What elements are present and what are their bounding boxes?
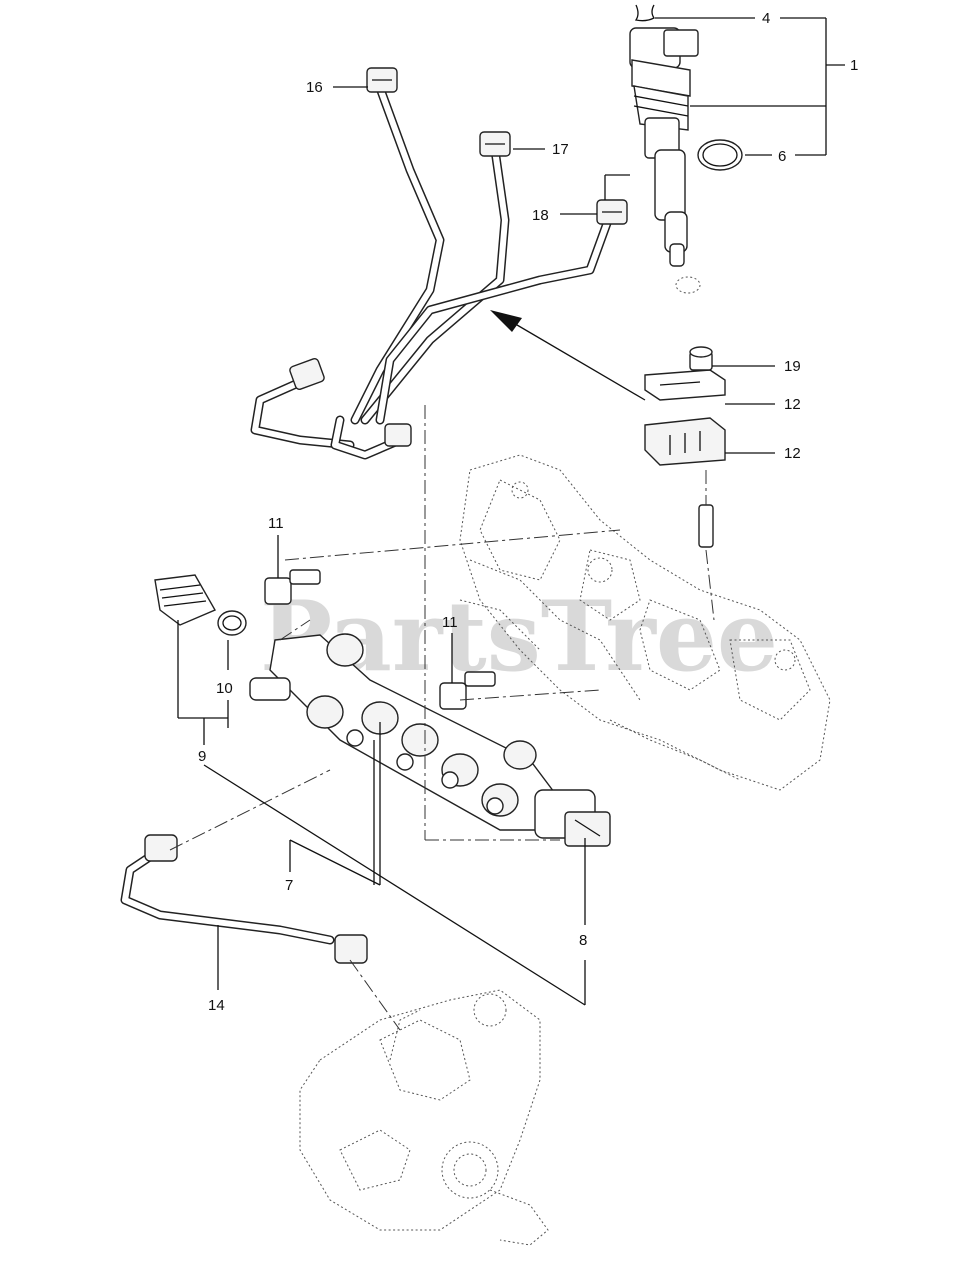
callout-19: 19 [784, 358, 801, 375]
callout-14: 14 [208, 997, 225, 1014]
pipe-nut-16 [366, 67, 398, 93]
callout-18: 18 [532, 207, 549, 224]
callout-11-right: 11 [442, 614, 458, 631]
callout-4: 4 [762, 10, 770, 27]
pipe-nut-14-upper [144, 834, 178, 862]
nut-19 [689, 346, 713, 371]
callout-12-upper: 12 [784, 396, 801, 413]
callout-7: 7 [285, 877, 293, 894]
pipe-nut-18 [596, 199, 628, 225]
seal-ring [217, 610, 247, 636]
callout-1: 1 [850, 57, 858, 74]
pipe-nut-rail-end-2 [384, 423, 412, 447]
fuel-pump-ghost [299, 989, 549, 1246]
fuel-injector [629, 27, 701, 294]
bolt-11-right [439, 671, 496, 710]
callout-8: 8 [579, 932, 587, 949]
pipe-nut-14-lower [334, 934, 368, 964]
callout-12-lower: 12 [784, 445, 801, 462]
pressure-limiter-valve [154, 574, 216, 626]
pump-pipe [120, 845, 335, 945]
clamp-stud [698, 504, 714, 548]
callout-16: 16 [306, 79, 323, 96]
injection-pipes [250, 83, 615, 460]
pipe-nut-17 [479, 131, 511, 157]
clamp-upper [644, 369, 726, 401]
callout-6: 6 [778, 148, 786, 165]
bolt-11-left [264, 569, 321, 605]
assembly-arrow [499, 314, 646, 401]
o-ring [697, 139, 743, 171]
leader-lines [177, 17, 845, 1006]
injector-clip [634, 4, 655, 22]
common-rail [249, 633, 561, 831]
callout-10: 10 [216, 680, 233, 697]
callout-labels: 4 1 6 16 17 18 19 12 12 11 11 10 9 7 8 1… [198, 10, 858, 1014]
arrow-head [490, 310, 522, 332]
callout-17: 17 [552, 141, 569, 158]
callout-9: 9 [198, 748, 206, 765]
engine-block-ghost [459, 454, 831, 791]
pipe-nut-rail-end [289, 358, 325, 390]
callout-11-left: 11 [268, 515, 284, 532]
clamp-lower [644, 417, 726, 466]
pressure-sensor [534, 789, 611, 847]
